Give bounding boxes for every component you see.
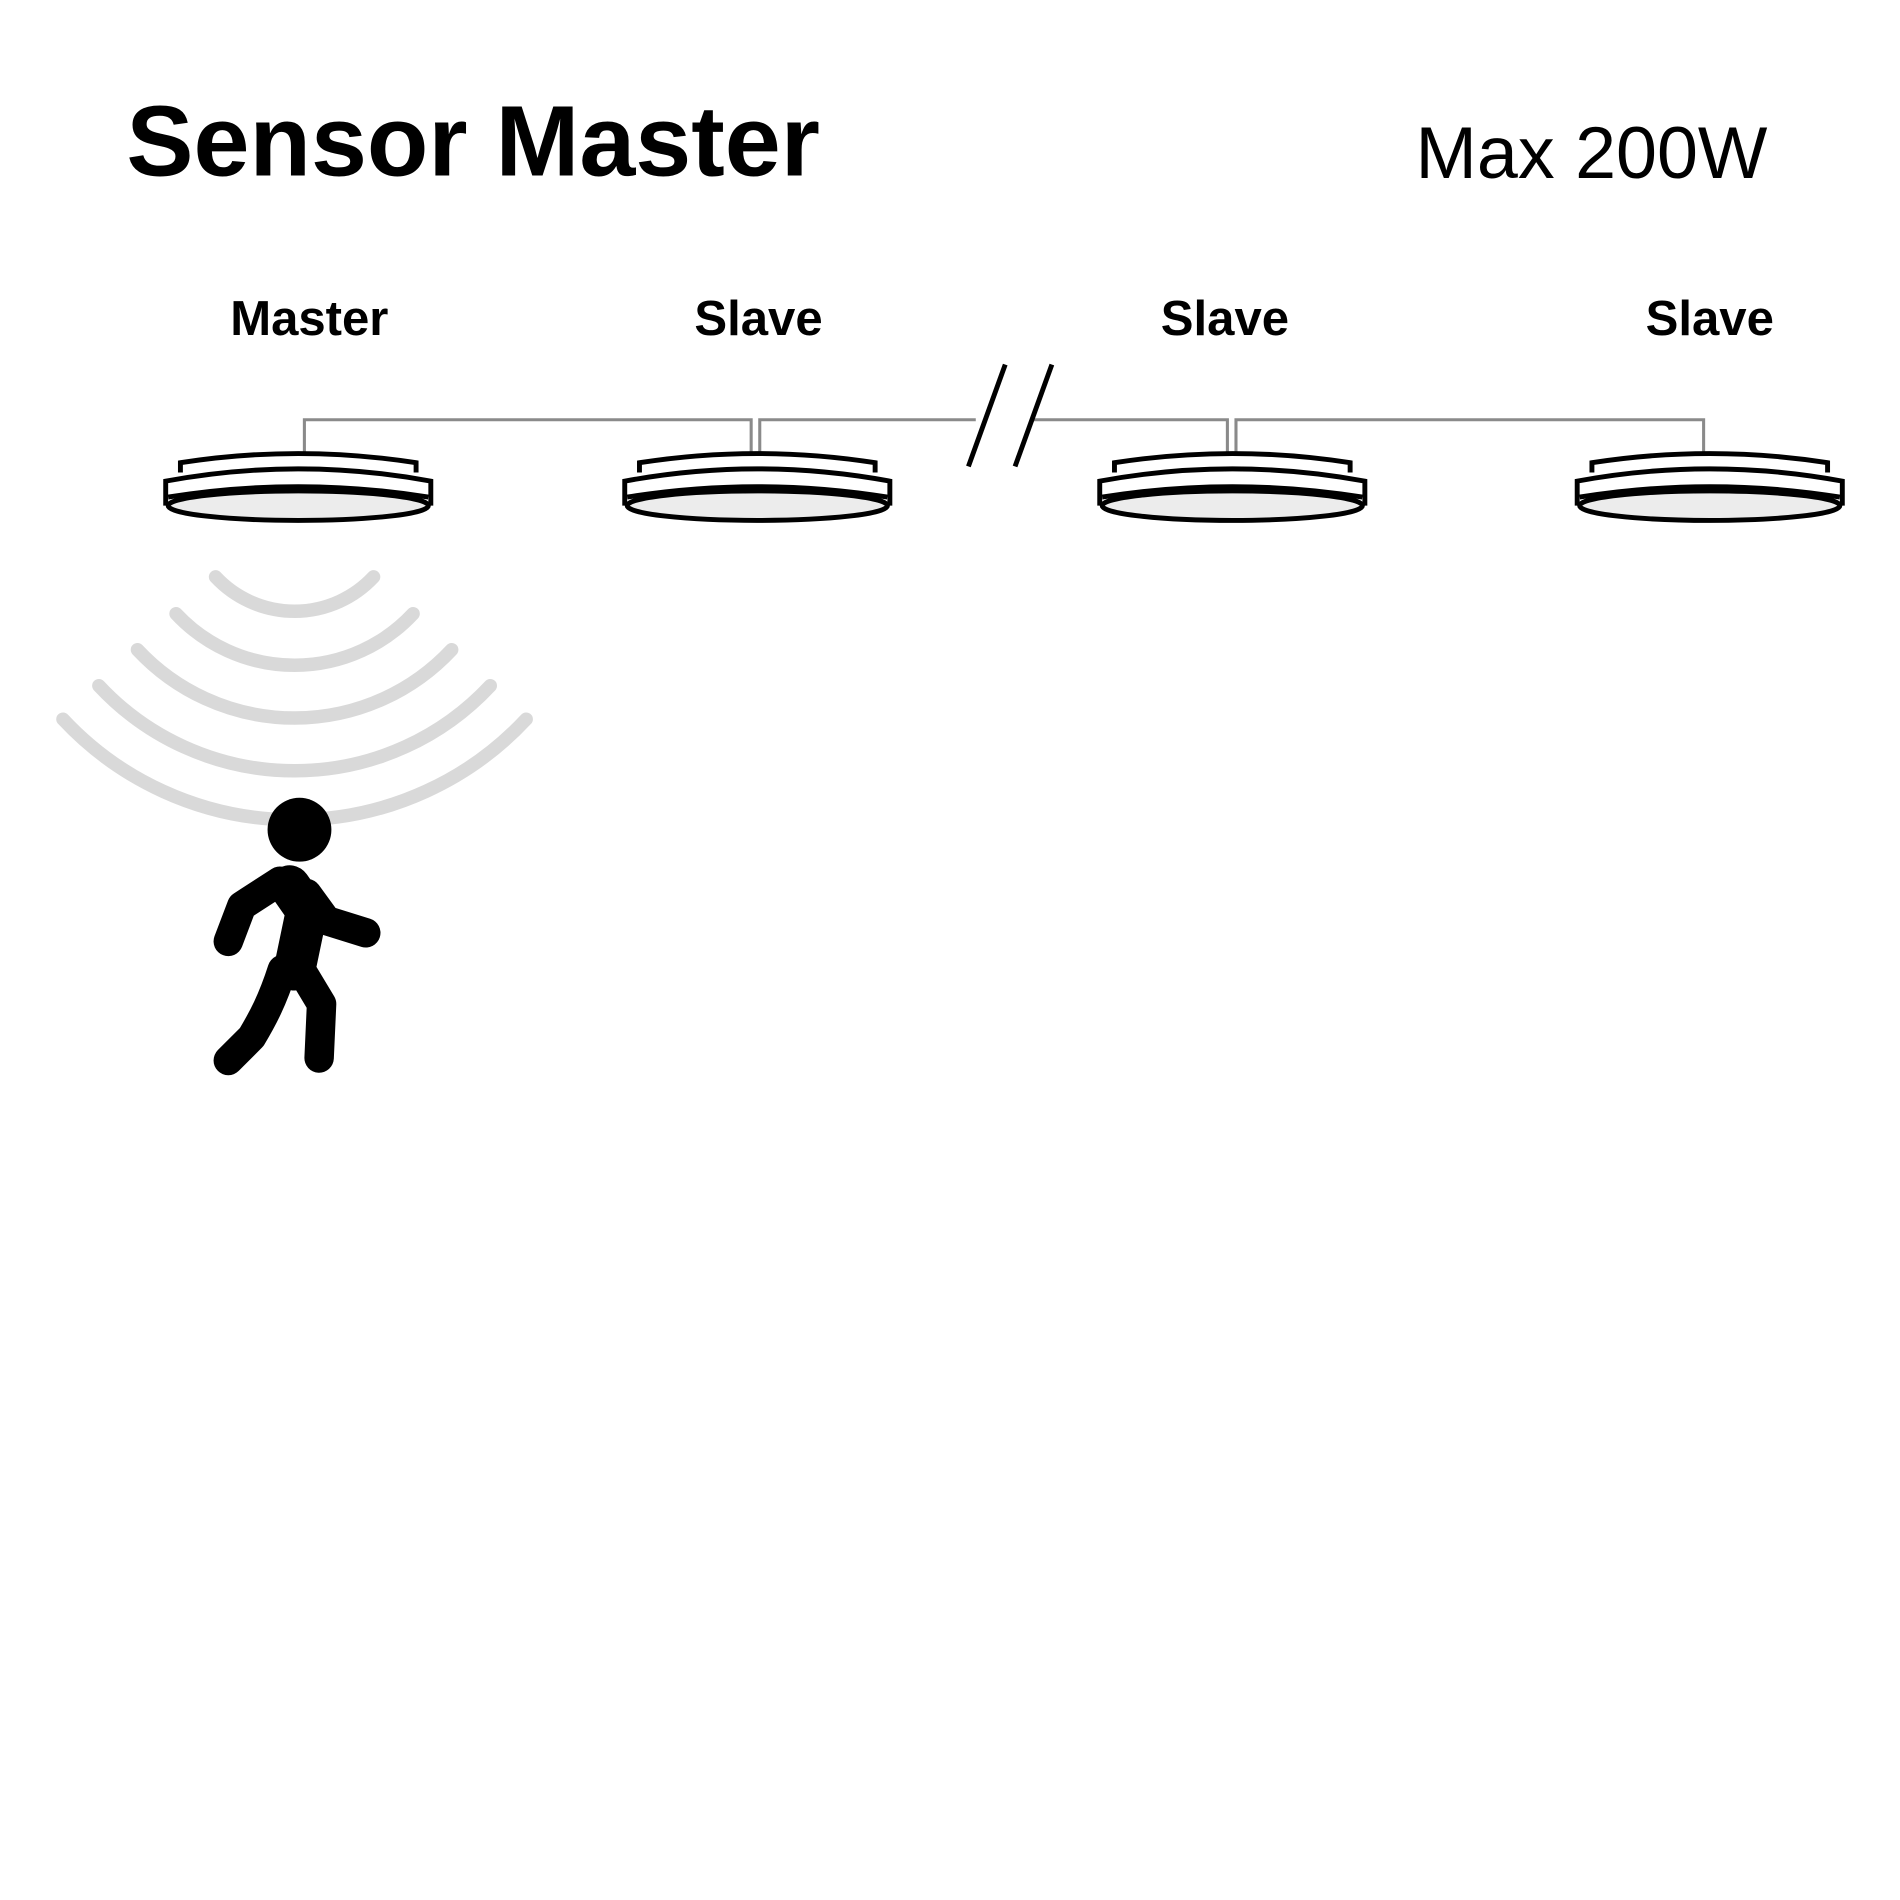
break-symbol-icon: [966, 363, 1055, 468]
lamp-label-slave-1: Slave: [694, 292, 822, 346]
master-lamp-icon: [163, 451, 434, 523]
slave-lamp-icon: [1574, 451, 1845, 523]
slave-lamp-icon: [1097, 451, 1368, 523]
sensor-waves-icon: [56, 570, 533, 827]
sensor-wave-arc: [92, 678, 498, 778]
sensor-wave-arc: [130, 642, 459, 725]
sensor-wave-arc: [169, 606, 420, 672]
lamp-label-slave-3: Slave: [1646, 292, 1774, 346]
sensor-wave-arc: [208, 570, 381, 618]
lamp-label-slave-2: Slave: [1161, 292, 1289, 346]
max-power-label: Max 200W: [1416, 111, 1768, 194]
slave-lamp-icon: [622, 451, 893, 523]
lamp-label-master: Master: [230, 292, 388, 346]
walking-person-icon: [213, 797, 381, 1076]
diagram-title: Sensor Master: [126, 86, 819, 198]
wiring: [302, 363, 1706, 468]
